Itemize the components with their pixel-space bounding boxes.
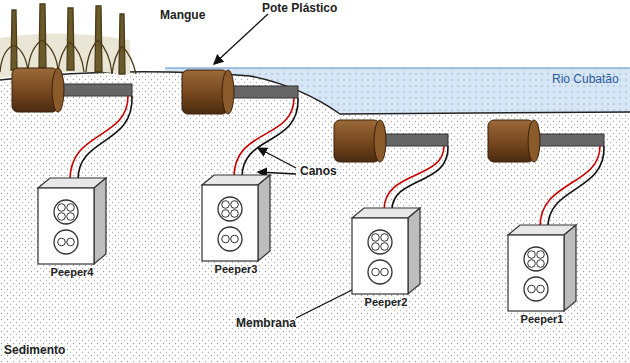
part-label: Rio Cubatão <box>552 72 619 86</box>
peeper-outline <box>200 173 272 263</box>
peeper-label: Peeper3 <box>190 263 282 275</box>
peeper-label: Peeper2 <box>340 296 432 308</box>
peeper-outline <box>350 206 422 296</box>
part-label: Canos <box>300 164 337 178</box>
sediment <box>0 72 630 363</box>
pot-and-pipe <box>488 120 604 162</box>
peeper-box: Peeper2 <box>350 206 422 314</box>
part-label: Sedimento <box>4 343 65 357</box>
part-label: Pote Plástico <box>262 1 337 15</box>
peeper-label: Peeper1 <box>496 313 588 325</box>
pot-and-pipe <box>182 70 298 114</box>
peeper-outline <box>506 223 578 313</box>
pot-and-pipe <box>12 68 132 112</box>
part-label: Membrana <box>236 316 296 330</box>
peeper-box: Peeper1 <box>506 223 578 331</box>
pot-and-pipe <box>334 120 448 162</box>
peeper-box: Peeper4 <box>36 176 108 284</box>
water-line <box>165 67 630 68</box>
mangrove <box>0 4 136 78</box>
part-label: Mangue <box>160 8 205 22</box>
peeper-box: Peeper3 <box>200 173 272 281</box>
ground-line <box>0 72 630 114</box>
peeper-label: Peeper4 <box>26 266 118 278</box>
wires <box>70 96 604 227</box>
peeper-outline <box>36 176 108 266</box>
